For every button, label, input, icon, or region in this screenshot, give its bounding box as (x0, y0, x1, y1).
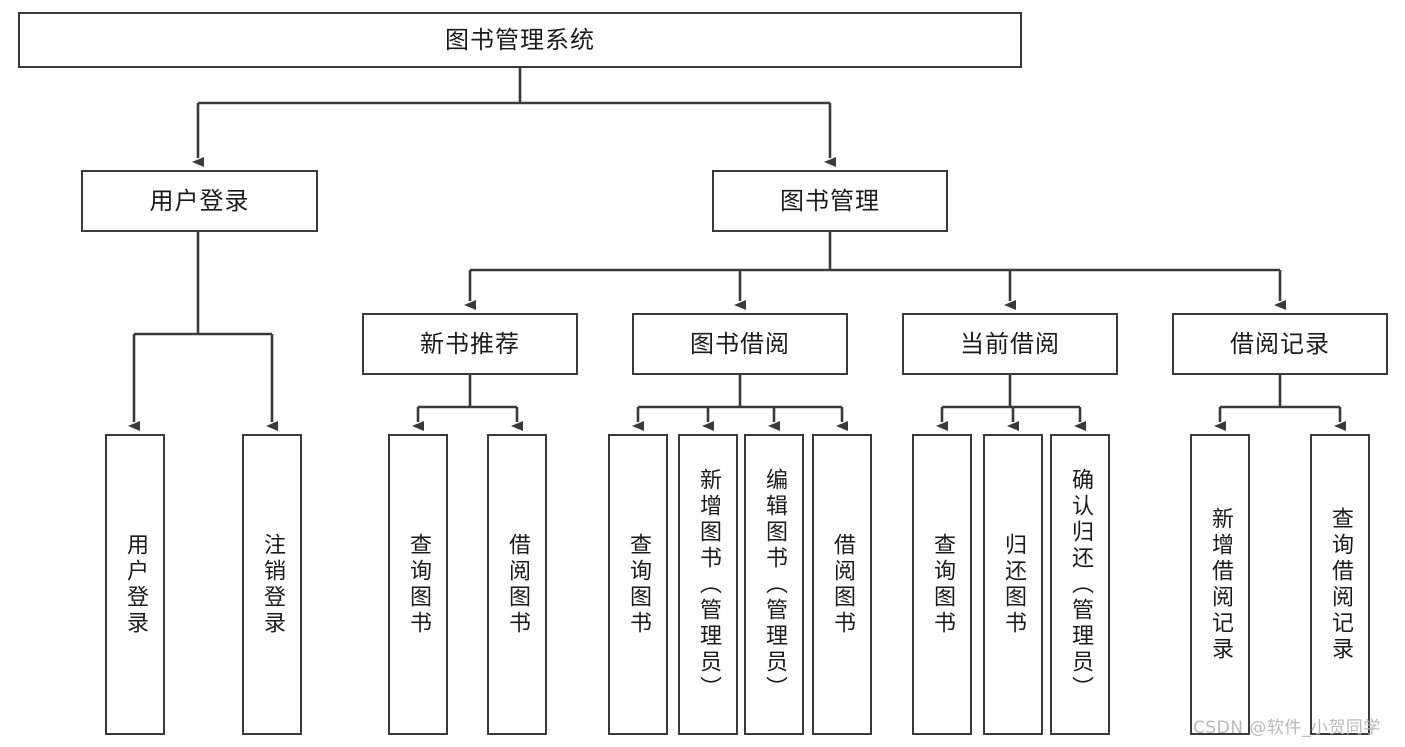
node-current-borrow[interactable]: 当前借阅 (902, 313, 1118, 375)
node-book-borrow-label: 图书借阅 (690, 329, 790, 358)
leaf-label: 归还图书 (1001, 532, 1026, 637)
node-new-book-recommend-label: 新书推荐 (420, 329, 520, 358)
leaf-add-borrow-record[interactable]: 新增借阅记录 (1190, 434, 1250, 735)
leaf-label: 借阅图书 (830, 532, 855, 637)
leaf-label: 查询图书 (930, 532, 955, 637)
node-book-management-label: 图书管理 (780, 186, 880, 215)
leaf-label: 新增借阅记录 (1208, 506, 1233, 663)
leaf-label: 借阅图书 (505, 532, 530, 637)
leaf-label: 注销登录 (260, 532, 285, 637)
node-borrow-records[interactable]: 借阅记录 (1172, 313, 1388, 375)
node-book-management[interactable]: 图书管理 (712, 170, 948, 232)
leaf-return-books[interactable]: 归还图书 (983, 434, 1043, 735)
leaf-label: 新增图书（管理员） (696, 467, 721, 702)
leaf-label: 用户登录 (123, 532, 148, 637)
leaf-user-login[interactable]: 用户登录 (105, 434, 165, 735)
leaf-borrow-books-newbooks[interactable]: 借阅图书 (487, 434, 547, 735)
leaf-add-book-admin[interactable]: 新增图书（管理员） (678, 434, 738, 735)
leaf-label: 确认归还（管理员） (1068, 467, 1093, 702)
leaf-query-books-current[interactable]: 查询图书 (912, 434, 972, 735)
leaf-query-books-borrow[interactable]: 查询图书 (608, 434, 668, 735)
leaf-logout[interactable]: 注销登录 (242, 434, 302, 735)
leaf-borrow-books[interactable]: 借阅图书 (812, 434, 872, 735)
leaf-query-books-newbooks[interactable]: 查询图书 (388, 434, 448, 735)
watermark: CSDN @软件_小贺同学 (1193, 718, 1381, 738)
leaf-label: 查询图书 (406, 532, 431, 637)
leaf-label: 查询图书 (626, 532, 651, 637)
leaf-label: 查询借阅记录 (1328, 506, 1353, 663)
node-root[interactable]: 图书管理系统 (18, 12, 1022, 68)
leaf-confirm-return-admin[interactable]: 确认归还（管理员） (1050, 434, 1110, 735)
node-new-book-recommend[interactable]: 新书推荐 (362, 313, 578, 375)
leaf-label: 编辑图书（管理员） (762, 467, 787, 702)
node-root-label: 图书管理系统 (445, 25, 595, 54)
leaf-query-borrow-record[interactable]: 查询借阅记录 (1310, 434, 1370, 735)
node-borrow-records-label: 借阅记录 (1230, 329, 1330, 358)
node-user-login-label: 用户登录 (149, 186, 250, 215)
leaf-edit-book-admin[interactable]: 编辑图书（管理员） (744, 434, 804, 735)
node-current-borrow-label: 当前借阅 (960, 329, 1060, 358)
node-user-login[interactable]: 用户登录 (81, 170, 318, 232)
node-book-borrow[interactable]: 图书借阅 (632, 313, 848, 375)
